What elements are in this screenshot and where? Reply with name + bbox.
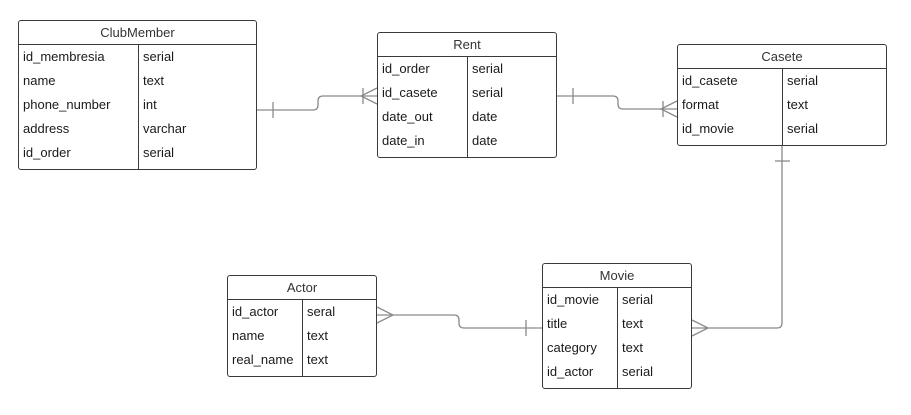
table-row: date_out date <box>378 105 556 129</box>
field-name: id_order <box>23 145 71 160</box>
column-divider <box>617 288 618 388</box>
table-row: phone_number int <box>19 93 256 117</box>
many-marker-casete-left <box>659 100 678 118</box>
field-type: text <box>622 340 643 355</box>
table-row: id_movie serial <box>678 117 886 141</box>
entity-title-actor: Actor <box>228 276 376 300</box>
table-row: address varchar <box>19 117 256 141</box>
field-name: id_membresia <box>23 49 105 64</box>
table-row: format text <box>678 93 886 117</box>
field-name: id_order <box>382 61 430 76</box>
field-type: text <box>143 73 164 88</box>
field-name: id_movie <box>682 121 735 136</box>
many-marker-rent-left <box>359 87 378 105</box>
entity-title-casete: Casete <box>678 45 886 69</box>
column-divider <box>302 300 303 376</box>
connector-rent-casete <box>557 95 677 110</box>
entity-title-rent: Rent <box>378 33 556 57</box>
field-type: serial <box>143 49 175 64</box>
field-name: id_casete <box>682 73 738 88</box>
field-name: id_casete <box>382 85 438 100</box>
field-name: phone_number <box>23 97 111 112</box>
connector-casete-movie <box>692 146 783 329</box>
field-type: varchar <box>143 121 187 136</box>
table-row: id_order serial <box>378 57 556 81</box>
field-name: date_out <box>382 109 433 124</box>
entity-title-clubmember: ClubMember <box>19 21 256 45</box>
field-name: real_name <box>232 352 294 367</box>
entity-casete[interactable]: Casete id_casete serial format text id_m… <box>677 44 887 146</box>
column-divider <box>782 69 783 145</box>
field-name: id_actor <box>547 364 594 379</box>
field-name: format <box>682 97 719 112</box>
field-type: date <box>472 109 498 124</box>
table-row: id_actor serial <box>543 360 691 384</box>
field-name: date_in <box>382 133 425 148</box>
table-row: id_casete serial <box>378 81 556 105</box>
field-type: seral <box>307 304 336 319</box>
field-type: text <box>307 328 328 343</box>
field-type: serial <box>472 85 504 100</box>
field-type: text <box>622 316 643 331</box>
table-row: category text <box>543 336 691 360</box>
table-row: date_in date <box>378 129 556 153</box>
table-row: name text <box>19 69 256 93</box>
field-type: serial <box>787 121 819 136</box>
field-name: id_actor <box>232 304 279 319</box>
table-row: id_movie serial <box>543 288 691 312</box>
entity-title-movie: Movie <box>543 264 691 288</box>
field-type: text <box>787 97 808 112</box>
entity-clubmember[interactable]: ClubMember id_membresia serial name text… <box>18 20 257 170</box>
column-divider <box>138 45 139 169</box>
field-name: name <box>232 328 265 343</box>
table-row: name text <box>228 324 376 348</box>
many-marker-actor-right <box>376 306 395 324</box>
table-row: id_order serial <box>19 141 256 165</box>
connector-actor-movie <box>377 314 542 329</box>
table-row: id_casete serial <box>678 69 886 93</box>
field-type: text <box>307 352 328 367</box>
field-type: serial <box>472 61 504 76</box>
field-type: date <box>472 133 498 148</box>
field-type: int <box>143 97 157 112</box>
entity-rent[interactable]: Rent id_order serial id_casete serial da… <box>377 32 557 158</box>
field-name: id_movie <box>547 292 600 307</box>
table-row: real_name text <box>228 348 376 372</box>
field-type: serial <box>622 292 654 307</box>
entity-movie[interactable]: Movie id_movie serial title text categor… <box>542 263 692 389</box>
field-name: category <box>547 340 597 355</box>
connector-clubmember-rent <box>257 95 377 111</box>
column-divider <box>467 57 468 157</box>
field-name: title <box>547 316 568 331</box>
field-name: name <box>23 73 56 88</box>
table-row: id_membresia serial <box>19 45 256 69</box>
field-type: serial <box>622 364 654 379</box>
table-row: id_actor seral <box>228 300 376 324</box>
many-marker-movie-right <box>691 319 710 337</box>
table-row: title text <box>543 312 691 336</box>
field-type: serial <box>143 145 175 160</box>
entity-actor[interactable]: Actor id_actor seral name text real_name… <box>227 275 377 377</box>
field-name: address <box>23 121 70 136</box>
field-type: serial <box>787 73 819 88</box>
